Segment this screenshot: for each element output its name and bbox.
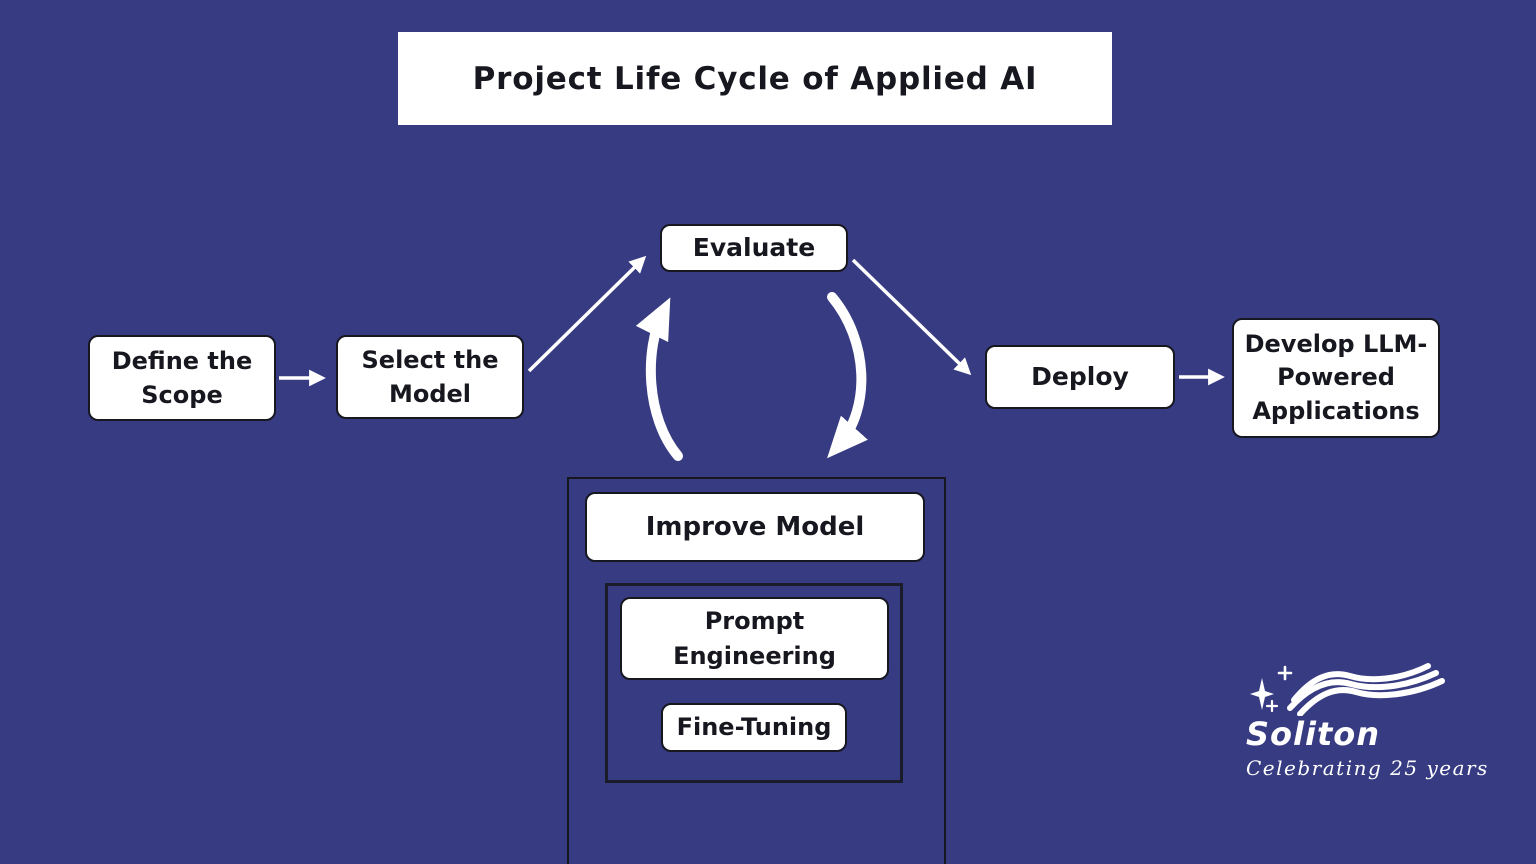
node-label: Deploy <box>1031 362 1129 392</box>
node-select-the-model: Select the Model <box>336 335 524 419</box>
node-label: Develop LLM-Powered Applications <box>1244 330 1428 425</box>
node-define-the-scope: Define the Scope <box>88 335 276 421</box>
logo-wordmark: Soliton <box>1246 715 1381 753</box>
node-label: Evaluate <box>692 233 816 263</box>
node-prompt-engineering: Prompt Engineering <box>620 597 889 680</box>
node-label: Define the Scope <box>111 346 253 409</box>
node-label: Fine-Tuning <box>676 713 832 742</box>
node-deploy: Deploy <box>985 345 1175 409</box>
node-develop-llm-powered-applications: Develop LLM-Powered Applications <box>1232 318 1440 438</box>
logo-tagline: Celebrating 25 years <box>1246 756 1489 780</box>
arrow-evaluate-to-improve <box>827 292 868 459</box>
node-fine-tuning: Fine-Tuning <box>661 703 847 752</box>
page-title: Project Life Cycle of Applied AI <box>472 60 1038 97</box>
sparkle-star-icon <box>1250 678 1274 710</box>
sparkle-plus-small-icon <box>1265 699 1279 713</box>
node-label: Select the Model <box>361 345 499 408</box>
node-evaluate: Evaluate <box>660 224 848 272</box>
soliton-logo: Soliton Celebrating 25 years <box>1232 660 1487 795</box>
title-banner: Project Life Cycle of Applied AI <box>398 32 1112 125</box>
tuning-methods-group-frame <box>605 583 903 783</box>
improve-model-group-frame <box>567 477 946 864</box>
node-label: Prompt Engineering <box>673 607 836 670</box>
arrow-evaluate-to-deploy <box>851 258 972 376</box>
wave-lines-icon <box>1287 663 1445 716</box>
sparkle-plus-icon <box>1277 665 1293 681</box>
arrow-improve-to-evaluate <box>635 297 683 461</box>
arrow-select-to-evaluate <box>527 255 647 373</box>
soliton-wave-icon <box>1250 663 1445 716</box>
node-improve-model: Improve Model <box>585 492 925 562</box>
node-label: Improve Model <box>645 511 865 542</box>
